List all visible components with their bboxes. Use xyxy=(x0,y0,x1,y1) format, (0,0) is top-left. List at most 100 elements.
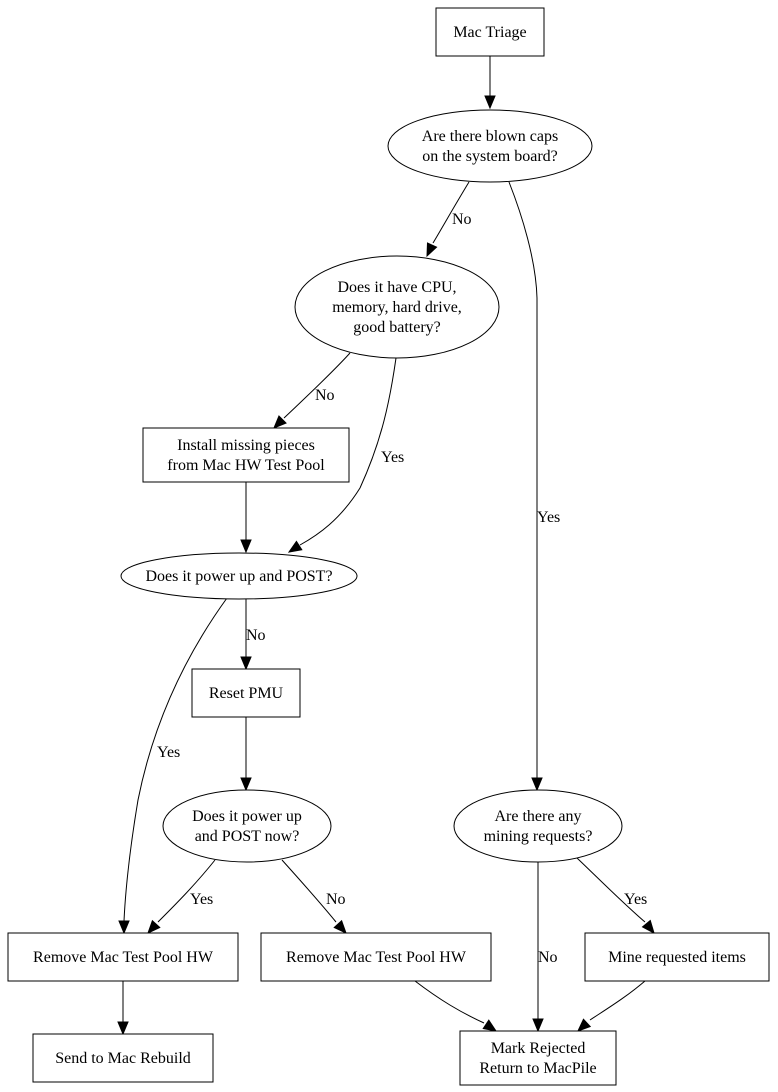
node-label: mining requests? xyxy=(484,828,593,845)
edge-line xyxy=(123,597,228,922)
edge-remove2-reject xyxy=(414,980,498,1032)
arrowhead-icon xyxy=(577,1018,592,1032)
arrowhead-icon xyxy=(333,919,347,934)
process-box xyxy=(191,668,301,718)
arrowhead-icon xyxy=(273,415,287,429)
node-post1[interactable]: Does it power up and POST? xyxy=(120,552,358,600)
node-label: Mark Rejected xyxy=(491,1040,586,1057)
node-label: Does it power up and POST? xyxy=(145,568,332,585)
node-mine[interactable]: Mine requested items xyxy=(584,932,770,982)
edge-label: Yes xyxy=(537,509,560,526)
node-label: Are there blown caps xyxy=(422,128,558,145)
node-label: Send to Mac Rebuild xyxy=(55,1050,191,1067)
edge-line xyxy=(281,859,337,923)
node-label: memory, hard drive, xyxy=(332,299,462,316)
process-box xyxy=(7,932,239,982)
node-parts[interactable]: Does it have CPU, memory, hard drive, good… xyxy=(294,255,500,359)
arrowhead-icon xyxy=(484,95,496,110)
edge-label: No xyxy=(246,627,266,644)
node-label: Install missing pieces xyxy=(177,437,315,454)
node-label: Return to MacPile xyxy=(479,1060,596,1077)
process-box xyxy=(260,932,492,982)
decision-ellipse xyxy=(294,255,500,359)
node-label: Mac Triage xyxy=(453,24,526,41)
arrowhead-icon xyxy=(117,1021,129,1036)
node-label: Remove Mac Test Pool HW xyxy=(286,949,467,966)
edge-line xyxy=(432,181,470,244)
decision-ellipse xyxy=(162,789,332,863)
node-post2[interactable]: Does it power up and POST now? xyxy=(162,789,332,863)
edge-mining-reject: No xyxy=(532,862,558,1033)
arrowhead-icon xyxy=(531,777,543,792)
decision-ellipse xyxy=(387,109,593,183)
node-label: on the system board? xyxy=(422,148,558,165)
arrowhead-icon xyxy=(287,540,303,553)
edge-parts-post1: Yes xyxy=(287,357,404,553)
node-label: Does it have CPU, xyxy=(337,279,456,296)
arrowhead-icon xyxy=(532,1018,544,1033)
node-label: and POST now? xyxy=(195,828,300,845)
node-triage[interactable]: Mac Triage xyxy=(435,7,545,57)
process-box xyxy=(435,7,545,57)
edge-label: Yes xyxy=(190,891,213,908)
node-caps[interactable]: Are there blown caps on the system board? xyxy=(387,109,593,183)
edge-label: Yes xyxy=(624,891,647,908)
edge-line xyxy=(299,357,397,546)
edge-parts-install: No xyxy=(273,352,351,429)
edge-post1-remove1: Yes xyxy=(118,597,228,935)
process-box xyxy=(584,932,770,982)
edge-pmu-post2 xyxy=(240,717,252,792)
edge-mining-mine: Yes xyxy=(576,857,655,935)
arrowhead-icon xyxy=(240,539,252,554)
edge-label: No xyxy=(452,211,472,228)
node-pmu[interactable]: Reset PMU xyxy=(191,668,301,718)
edge-line xyxy=(157,859,216,923)
arrowhead-icon xyxy=(426,242,438,258)
edge-line xyxy=(589,980,646,1021)
edge-line xyxy=(283,352,351,419)
edge-label: No xyxy=(538,949,558,966)
arrowhead-icon xyxy=(240,777,252,792)
node-label: Reset PMU xyxy=(209,685,284,702)
edge-label: Yes xyxy=(381,449,404,466)
node-label: good battery? xyxy=(353,319,441,336)
process-box xyxy=(459,1030,617,1086)
node-label: Remove Mac Test Pool HW xyxy=(33,949,214,966)
arrowhead-icon xyxy=(641,919,655,935)
node-label: Are there any xyxy=(494,808,581,825)
node-label: Mine requested items xyxy=(608,949,746,966)
decision-ellipse xyxy=(120,552,358,600)
edge-post2-remove2: No xyxy=(281,859,347,934)
arrowhead-icon xyxy=(482,1019,498,1032)
edge-label: No xyxy=(326,891,346,908)
node-label: from Mac HW Test Pool xyxy=(167,457,325,474)
edge-label: No xyxy=(315,387,335,404)
decision-ellipse xyxy=(453,789,623,863)
edge-remove1-rebuild xyxy=(117,981,129,1036)
edge-post1-pmu: No xyxy=(240,599,266,671)
arrowhead-icon xyxy=(118,920,130,935)
node-remove1[interactable]: Remove Mac Test Pool HW xyxy=(7,932,239,982)
arrowhead-icon xyxy=(147,919,161,934)
edge-line xyxy=(508,181,538,778)
process-box xyxy=(32,1033,214,1083)
edge-post2-remove1: Yes xyxy=(147,859,216,934)
arrowhead-icon xyxy=(240,656,252,671)
process-box xyxy=(142,427,350,483)
node-rebuild[interactable]: Send to Mac Rebuild xyxy=(32,1033,214,1083)
node-remove2[interactable]: Remove Mac Test Pool HW xyxy=(260,932,492,982)
edge-install-post1 xyxy=(240,482,252,554)
edge-line xyxy=(414,980,485,1024)
edge-label: Yes xyxy=(157,744,180,761)
node-label: Does it power up xyxy=(192,808,302,825)
edge-mine-reject xyxy=(577,980,646,1032)
edge-caps-mining: Yes xyxy=(508,181,560,792)
edge-line xyxy=(576,857,646,923)
edge-caps-parts: No xyxy=(426,181,472,258)
node-mining[interactable]: Are there any mining requests? xyxy=(453,789,623,863)
edge-triage-caps xyxy=(484,56,496,110)
node-install[interactable]: Install missing pieces from Mac HW Test P… xyxy=(142,427,350,483)
